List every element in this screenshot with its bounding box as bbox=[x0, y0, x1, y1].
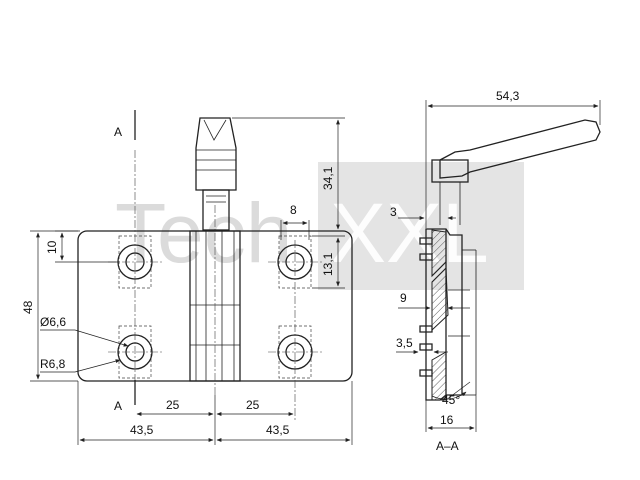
dim-pitch-right: 25 bbox=[246, 398, 260, 412]
dim-side-depth: 16 bbox=[440, 413, 454, 427]
watermark-text-right: XXL bbox=[330, 186, 489, 280]
side-section-view: A–A bbox=[419, 119, 601, 453]
dim-side-angle: 45° bbox=[442, 393, 460, 407]
clamp-lever bbox=[195, 117, 237, 231]
dim-top-offset: 10 bbox=[45, 240, 59, 254]
dim-hole-diameter: Ø6,6 bbox=[40, 315, 66, 329]
dim-pitch-left: 25 bbox=[166, 398, 180, 412]
section-view-label: A–A bbox=[436, 439, 459, 453]
side-dimensions: 54,3 3 9 3,5 45° 16 bbox=[390, 89, 601, 432]
dim-side-3-5: 3,5 bbox=[396, 336, 413, 350]
section-marker-bottom: A bbox=[114, 399, 122, 413]
dim-half-width-left: 43,5 bbox=[130, 423, 154, 437]
dim-side-width: 54,3 bbox=[496, 89, 520, 103]
dim-side-3: 3 bbox=[390, 205, 397, 219]
dim-half-width-right: 43,5 bbox=[266, 423, 290, 437]
front-view: A A bbox=[77, 110, 353, 420]
lever-arm bbox=[439, 119, 601, 179]
dim-hole-radius: R6,8 bbox=[40, 357, 66, 371]
section-marker-top: A bbox=[114, 125, 122, 139]
dim-side-9: 9 bbox=[400, 291, 407, 305]
watermark-text-left: Tech bbox=[115, 186, 292, 280]
dim-slot-width: 8 bbox=[290, 203, 297, 217]
dim-slot-offset: 13,1 bbox=[321, 252, 335, 276]
dim-handle-height: 34,1 bbox=[321, 166, 335, 190]
dim-total-height: 48 bbox=[21, 300, 35, 314]
front-dimensions: 34,1 8 13,1 10 48 Ø6,6 R6,8 25 bbox=[21, 117, 353, 445]
